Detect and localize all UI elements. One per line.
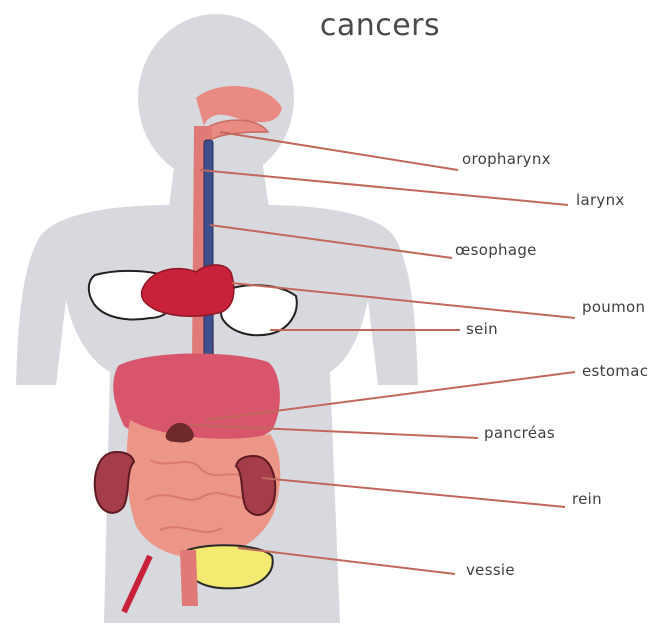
label-oropharynx: oropharynx [462,150,551,168]
label-pancreas: pancréas [484,424,555,442]
bladder-organ [185,545,272,588]
label-poumon: poumon [582,298,645,316]
label-rein: rein [572,490,602,508]
label-sein: sein [466,320,498,338]
label-oesophage: œsophage [455,241,537,259]
label-estomac: estomac [582,362,648,380]
label-larynx: larynx [576,191,625,209]
esophagus-organ [204,140,213,358]
urethra-organ [180,550,198,606]
figure-title: cancers [300,8,460,43]
label-vessie: vessie [466,561,515,579]
